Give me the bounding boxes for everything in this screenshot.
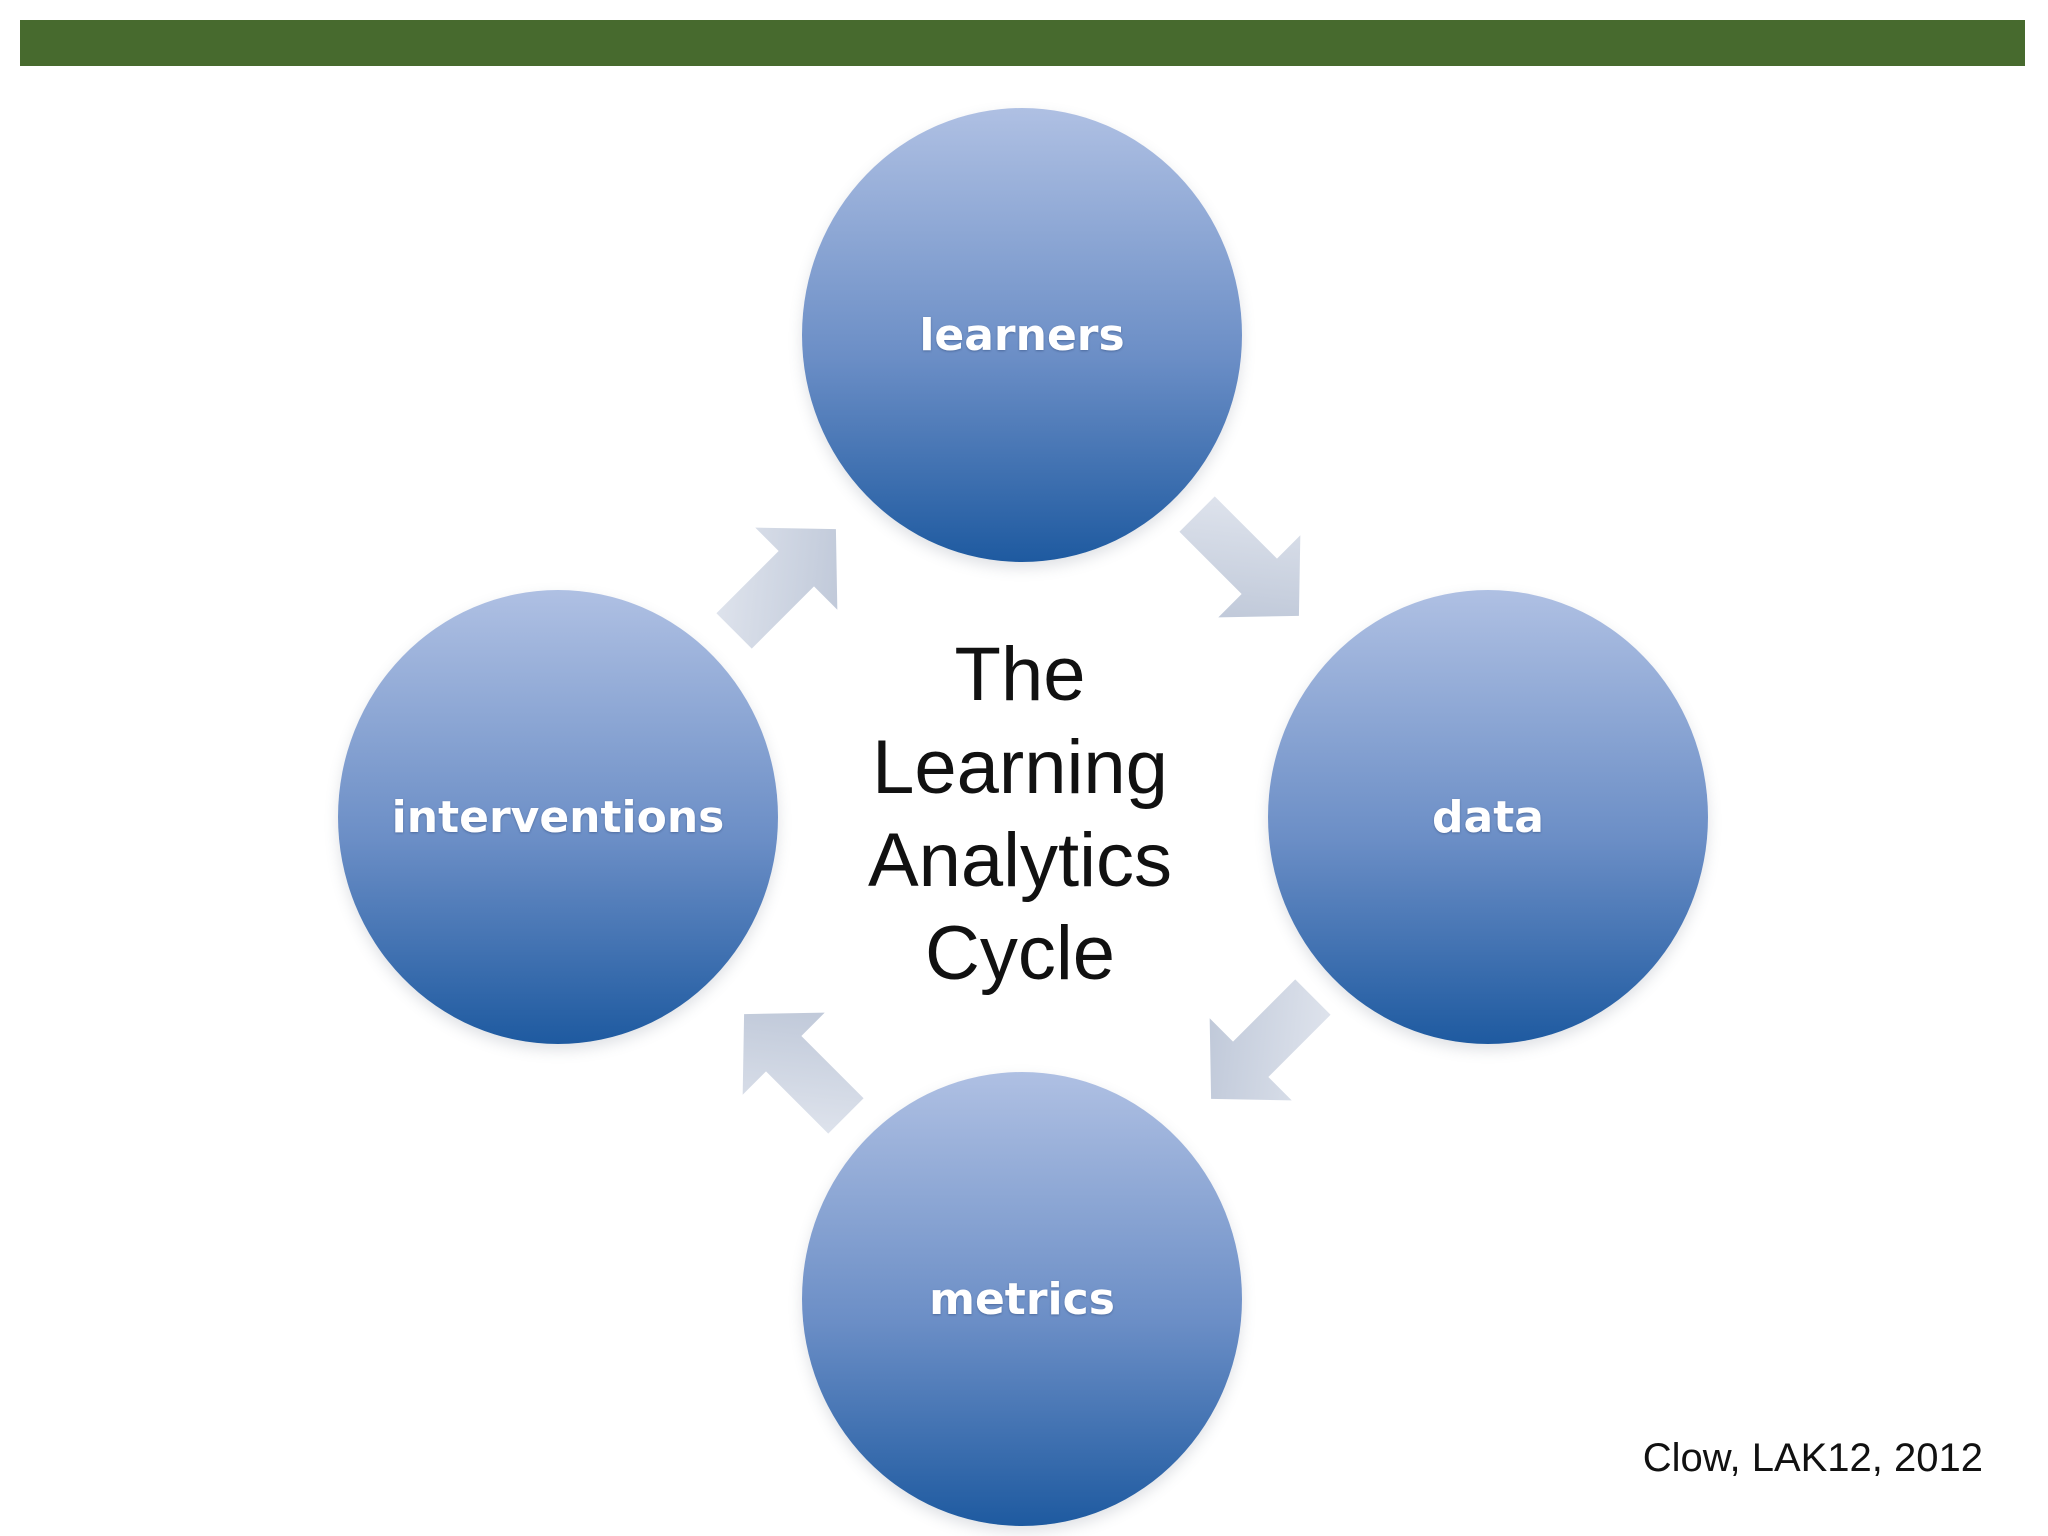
node-label: learners xyxy=(919,309,1125,361)
node-label: metrics xyxy=(929,1273,1115,1325)
title-line: The xyxy=(954,632,1086,717)
title-line: Analytics xyxy=(867,818,1173,903)
node-data: data xyxy=(1268,590,1708,1044)
node-label: interventions xyxy=(391,791,725,843)
node-metrics: metrics xyxy=(802,1072,1242,1526)
node-label: data xyxy=(1432,791,1544,843)
arrow-interventions-to-learners xyxy=(716,527,838,649)
arrow-learners-to-data xyxy=(1179,496,1301,618)
title-line: Learning xyxy=(872,725,1168,810)
citation: Clow, LAK12, 2012 xyxy=(1642,1436,1983,1480)
arrow-data-to-metrics xyxy=(1209,979,1331,1101)
node-learners: learners xyxy=(802,108,1242,562)
title-line: Cycle xyxy=(924,911,1116,996)
header-bar xyxy=(20,20,2025,66)
node-interventions: interventions xyxy=(338,590,778,1044)
diagram-title: The Learning Analytics Cycle xyxy=(820,628,1220,1000)
arrow-metrics-to-interventions xyxy=(742,1012,864,1134)
